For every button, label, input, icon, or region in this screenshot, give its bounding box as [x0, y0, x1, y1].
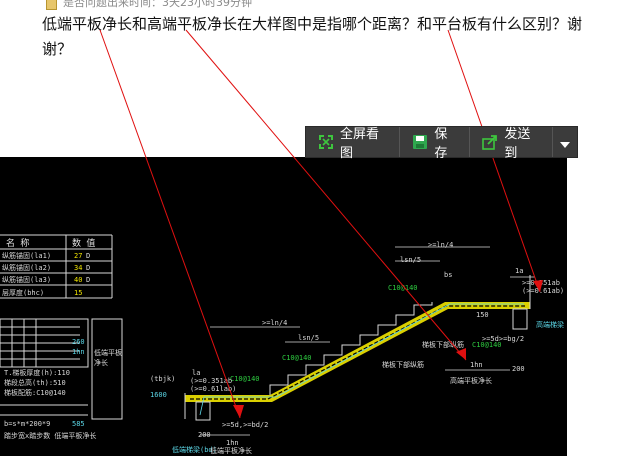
note-label: (>=0.61ab): [522, 287, 564, 295]
send-to-dropdown[interactable]: [551, 127, 577, 157]
dim-label: 1600: [150, 391, 167, 399]
dim-label: 1hn: [470, 361, 483, 369]
rebar-label: C10@140: [388, 284, 418, 292]
note-label: >=5d>=bg/2: [482, 335, 524, 343]
save-button[interactable]: 保存: [399, 127, 469, 161]
note-label: 梯板下部纵筋: [422, 340, 464, 349]
table-header-name: 名 称: [6, 237, 29, 249]
table-row-unit: D: [86, 276, 90, 284]
table-row-unit: D: [86, 264, 90, 272]
rebar-label: C10@140: [472, 341, 502, 349]
note-label: >=0.351ab: [522, 279, 560, 287]
dim-label: 1a: [515, 267, 523, 275]
dim-label: 585: [72, 420, 85, 428]
table-row-name: 纵筋锚固(la1): [2, 251, 51, 260]
share-icon: [482, 134, 498, 150]
send-to-button[interactable]: 发送到: [469, 127, 551, 161]
dim-label: 1hn: [226, 439, 239, 447]
note-label: (>=0.351ab: [190, 377, 232, 385]
send-to-label: 发送到: [504, 127, 531, 161]
note-label: 梯板下部纵筋: [382, 360, 424, 369]
note-label: lsn/5: [298, 334, 319, 342]
rebar-label: C10@140: [230, 375, 260, 383]
image-viewer[interactable]: 名 称 数 值 纵筋锚固(la1) 纵筋锚固(la2) 纵筋锚固(la3) 层厚…: [0, 157, 567, 456]
table-row-value: 15: [74, 289, 82, 297]
question-meta-text: 是否问题出来时间：3天23小时39分钟: [63, 0, 252, 9]
save-label: 保存: [434, 127, 448, 161]
plan-label: 低端平板: [94, 348, 122, 357]
table-row-value: 40: [74, 276, 82, 284]
dim-label: 260: [72, 338, 85, 346]
question-text: 低端平板净长和高端平板净长在大样图中是指哪个距离？和平台板有什么区别？谢谢？: [42, 15, 583, 58]
fullscreen-label: 全屏看图: [340, 127, 380, 161]
bottom-label: 高端平板净长: [450, 376, 492, 385]
table-row-name: 纵筋锚固(la3): [2, 275, 51, 284]
note-label: >=ln/4: [428, 241, 453, 249]
note-label: (tbjk): [150, 375, 175, 383]
plan-label: 净长: [94, 358, 108, 367]
plan-label: T.梯板厚度(h):110: [4, 368, 70, 377]
dim-label: bs: [444, 271, 452, 279]
document-icon: [46, 0, 57, 10]
table-row-name: 纵筋锚固(la2): [2, 263, 51, 272]
table-row-value: 34: [74, 264, 82, 272]
beam-label: 高端梯梁: [536, 320, 564, 329]
dim-label: 1hn: [72, 348, 85, 356]
image-toolbar: 全屏看图 保存 发送到: [305, 126, 578, 161]
table-row-value: 27: [74, 252, 82, 260]
dim-label: 200: [512, 365, 525, 373]
bottom-label: 踏步宽x踏步数 低端平板净长: [4, 431, 96, 440]
chevron-down-icon: [559, 133, 570, 152]
note-label: (>=0.61lab): [190, 385, 236, 393]
beam-label: 低端梯梁(bd): [172, 445, 217, 454]
save-icon: [412, 134, 428, 150]
note-label: >=ln/4: [262, 319, 287, 327]
table-row-name: 层厚度(bhc): [2, 288, 44, 297]
note-label: la: [192, 369, 200, 377]
plan-label: b=s*m*200*9: [4, 420, 50, 428]
parameter-table: [0, 234, 113, 299]
dim-label: 150: [476, 311, 489, 319]
note-label: lsn/5: [400, 256, 421, 264]
fullscreen-icon: [318, 134, 334, 150]
table-header-value: 数 值: [72, 237, 95, 249]
rebar-label: C10@140: [282, 354, 312, 362]
fullscreen-button[interactable]: 全屏看图: [306, 127, 399, 161]
question-meta: 是否问题出来时间：3天23小时39分钟: [46, 0, 252, 10]
plan-label: 梯段总高(th):510: [4, 378, 66, 387]
bottom-label: 低端平板净长: [210, 446, 252, 455]
note-label: >=5d,>=bd/2: [222, 421, 268, 429]
dim-label: 200: [198, 431, 211, 439]
table-row-unit: D: [86, 252, 90, 260]
plan-label: 梯板配筋:C10@140: [4, 388, 66, 397]
cad-drawing: 名 称 数 值 纵筋锚固(la1) 纵筋锚固(la2) 纵筋锚固(la3) 层厚…: [0, 234, 564, 455]
